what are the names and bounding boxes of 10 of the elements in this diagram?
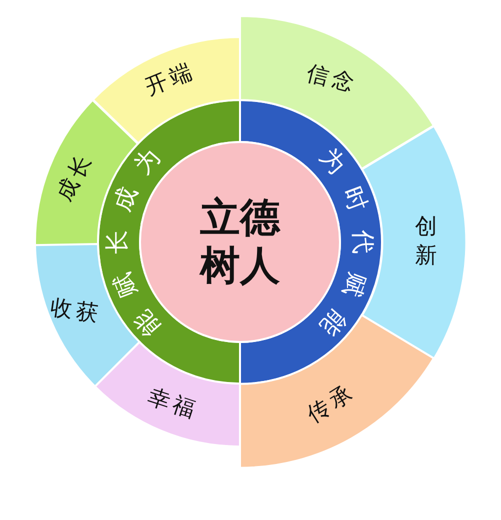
segment-label: 成长 [53,148,100,206]
segment-label: 收获 [48,296,104,328]
segment-label: 信念 [303,62,360,98]
segment-label: 创新 [414,213,437,270]
segment-label: 开端 [142,59,200,101]
ring-label: 为时代赋能 [320,149,375,335]
segment-label: 传承 [303,380,360,428]
segment-label: 幸福 [144,385,202,424]
center-title: 立德树人 [200,194,280,290]
ring-label: 为成长赋能 [105,149,160,335]
